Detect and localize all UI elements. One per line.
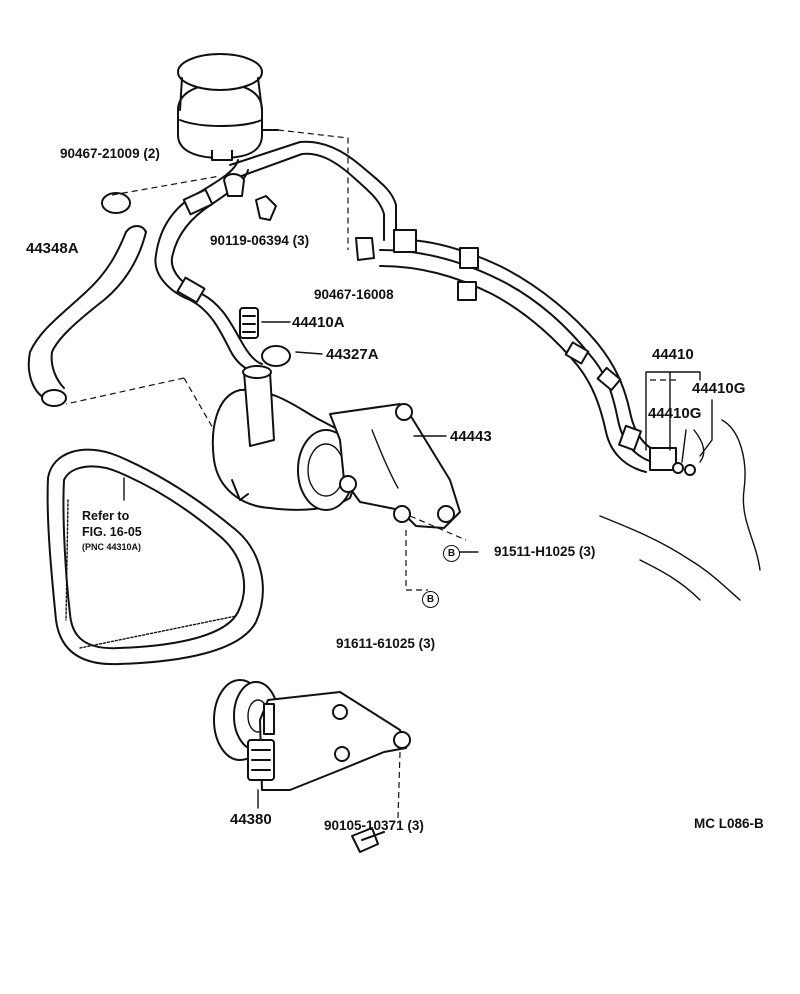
label-44410g-upper: 44410G xyxy=(692,380,746,397)
pressure-pipe xyxy=(229,140,696,476)
label-90105-10371: 90105-10371 (3) xyxy=(324,818,424,833)
diagram-code: MC L086-B xyxy=(694,816,764,831)
label-44410g-lower: 44410G xyxy=(648,405,702,422)
refer-line3: (PNC 44310A) xyxy=(82,542,142,552)
return-hose xyxy=(154,159,263,371)
label-44348a: 44348A xyxy=(26,240,79,257)
label-44410a: 44410A xyxy=(292,314,345,331)
label-44410: 44410 xyxy=(652,346,694,363)
label-44443: 44443 xyxy=(450,428,492,445)
marker-b-lower: B xyxy=(422,591,439,608)
label-91511-h1025: 91511-H1025 (3) xyxy=(494,544,596,559)
label-44327a: 44327A xyxy=(326,346,379,363)
idler-pulley xyxy=(213,679,411,853)
label-91611-61025: 91611-61025 (3) xyxy=(336,636,436,651)
marker-b-upper: B xyxy=(443,545,460,562)
callout-lines xyxy=(123,321,713,809)
bracket xyxy=(329,403,461,529)
label-90467-21009: 90467-21009 (2) xyxy=(60,146,160,161)
label-44380: 44380 xyxy=(230,811,272,828)
reservoir-tank xyxy=(177,53,279,161)
leader-lines xyxy=(65,129,680,819)
clamps xyxy=(223,173,375,367)
refer-line2: FIG. 16-05 xyxy=(82,525,142,539)
suction-hose xyxy=(27,192,147,407)
drive-belt xyxy=(46,448,264,666)
refer-line1: Refer to xyxy=(82,509,130,523)
label-90467-16008: 90467-16008 xyxy=(314,287,394,302)
label-90119-06394: 90119-06394 (3) xyxy=(210,233,310,248)
bolts xyxy=(239,195,277,339)
engine-outline xyxy=(599,419,761,601)
pump-body xyxy=(211,365,361,511)
